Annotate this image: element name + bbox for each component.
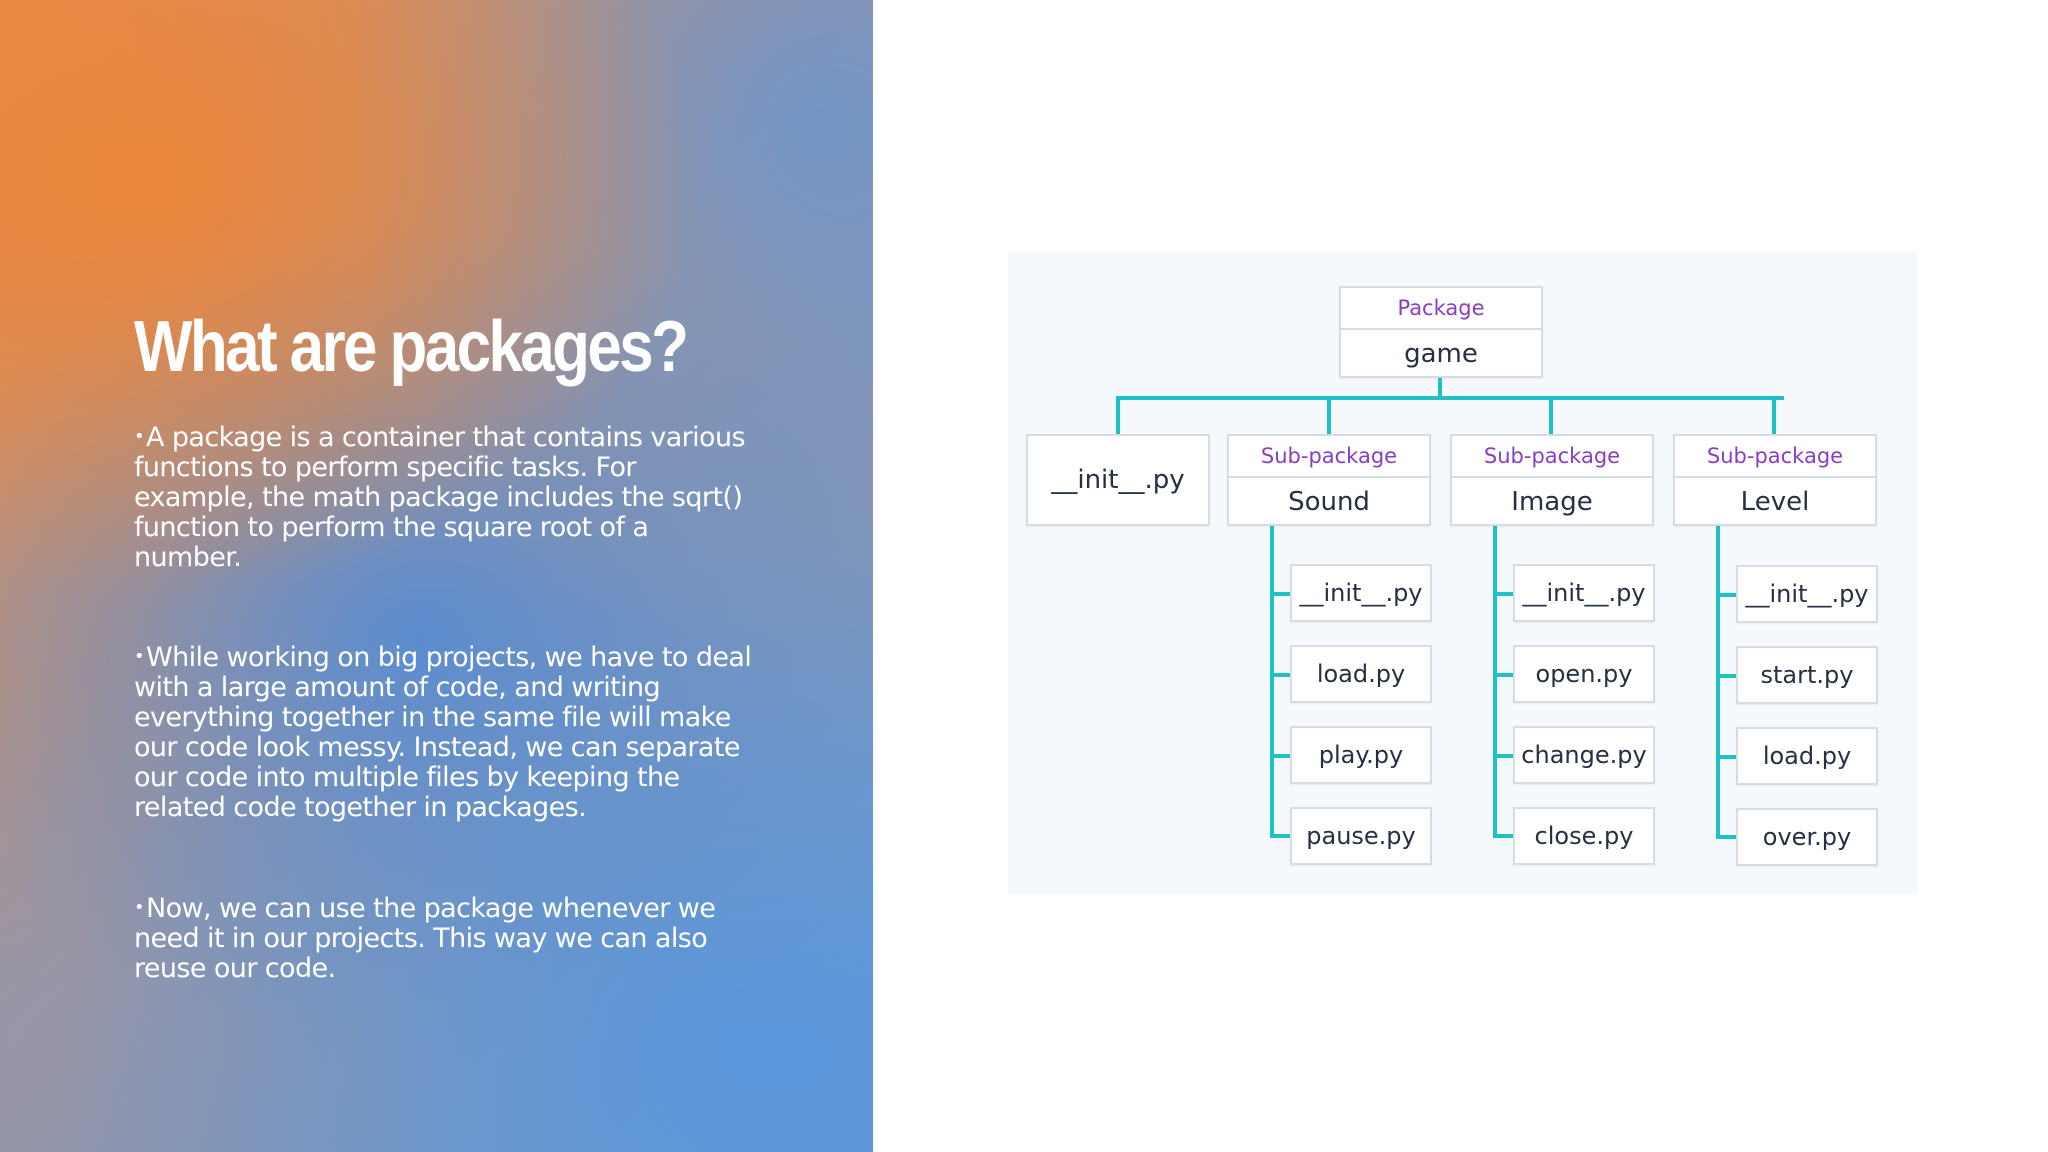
- bullet-item: •While working on big projects, we have …: [134, 642, 754, 823]
- bullet-item: •A package is a container that contains …: [134, 422, 754, 573]
- file-node: close.py: [1513, 807, 1655, 865]
- slide-title: What are packages?: [134, 307, 689, 387]
- file-node: __init__.py: [1513, 564, 1655, 622]
- connector-sound-branches: [1270, 592, 1290, 838]
- subpackage-label: Sub-package: [1452, 436, 1652, 478]
- bullet-text: While working on big projects, we have t…: [134, 642, 752, 823]
- bullet-marker: •: [134, 426, 145, 447]
- file-node: play.py: [1290, 726, 1432, 784]
- subpackage-name: Image: [1511, 487, 1593, 517]
- bullet-item: •Now, we can use the package whenever we…: [134, 893, 754, 984]
- subpackage-name: Level: [1740, 487, 1810, 517]
- subpackage-label: Sub-package: [1675, 436, 1875, 478]
- package-structure-diagram: Package game __init__.py Sub-package Sou…: [1008, 252, 1918, 894]
- package-node-game: Package game: [1339, 286, 1543, 378]
- connector-lines: [1116, 376, 1784, 839]
- file-node: __init__.py: [1290, 564, 1432, 622]
- bullet-text: Now, we can use the package whenever we …: [134, 893, 716, 984]
- subpackage-label: Sub-package: [1229, 436, 1429, 478]
- file-node: start.py: [1736, 646, 1878, 704]
- bullet-text: A package is a container that contains v…: [134, 422, 746, 573]
- connector-level-branches: [1716, 593, 1736, 839]
- subpackage-node-level: Sub-package Level: [1673, 434, 1877, 526]
- package-label: Package: [1341, 288, 1541, 330]
- file-node: over.py: [1736, 808, 1878, 866]
- file-node: pause.py: [1290, 807, 1432, 865]
- file-node: load.py: [1736, 727, 1878, 785]
- subpackage-node-image: Sub-package Image: [1450, 434, 1654, 526]
- file-node: change.py: [1513, 726, 1655, 784]
- file-node: load.py: [1290, 645, 1432, 703]
- package-name: game: [1404, 339, 1478, 369]
- gradient-panel: What are packages? •A package is a conta…: [0, 0, 873, 1152]
- file-node-root-init: __init__.py: [1026, 434, 1210, 526]
- connector-image-branches: [1493, 592, 1513, 838]
- file-node: __init__.py: [1736, 565, 1878, 623]
- subpackage-node-sound: Sub-package Sound: [1227, 434, 1431, 526]
- bullet-marker: •: [134, 897, 145, 918]
- file-name: __init__.py: [1051, 465, 1185, 495]
- subpackage-name: Sound: [1288, 487, 1370, 517]
- bullet-marker: •: [134, 646, 145, 667]
- file-node: open.py: [1513, 645, 1655, 703]
